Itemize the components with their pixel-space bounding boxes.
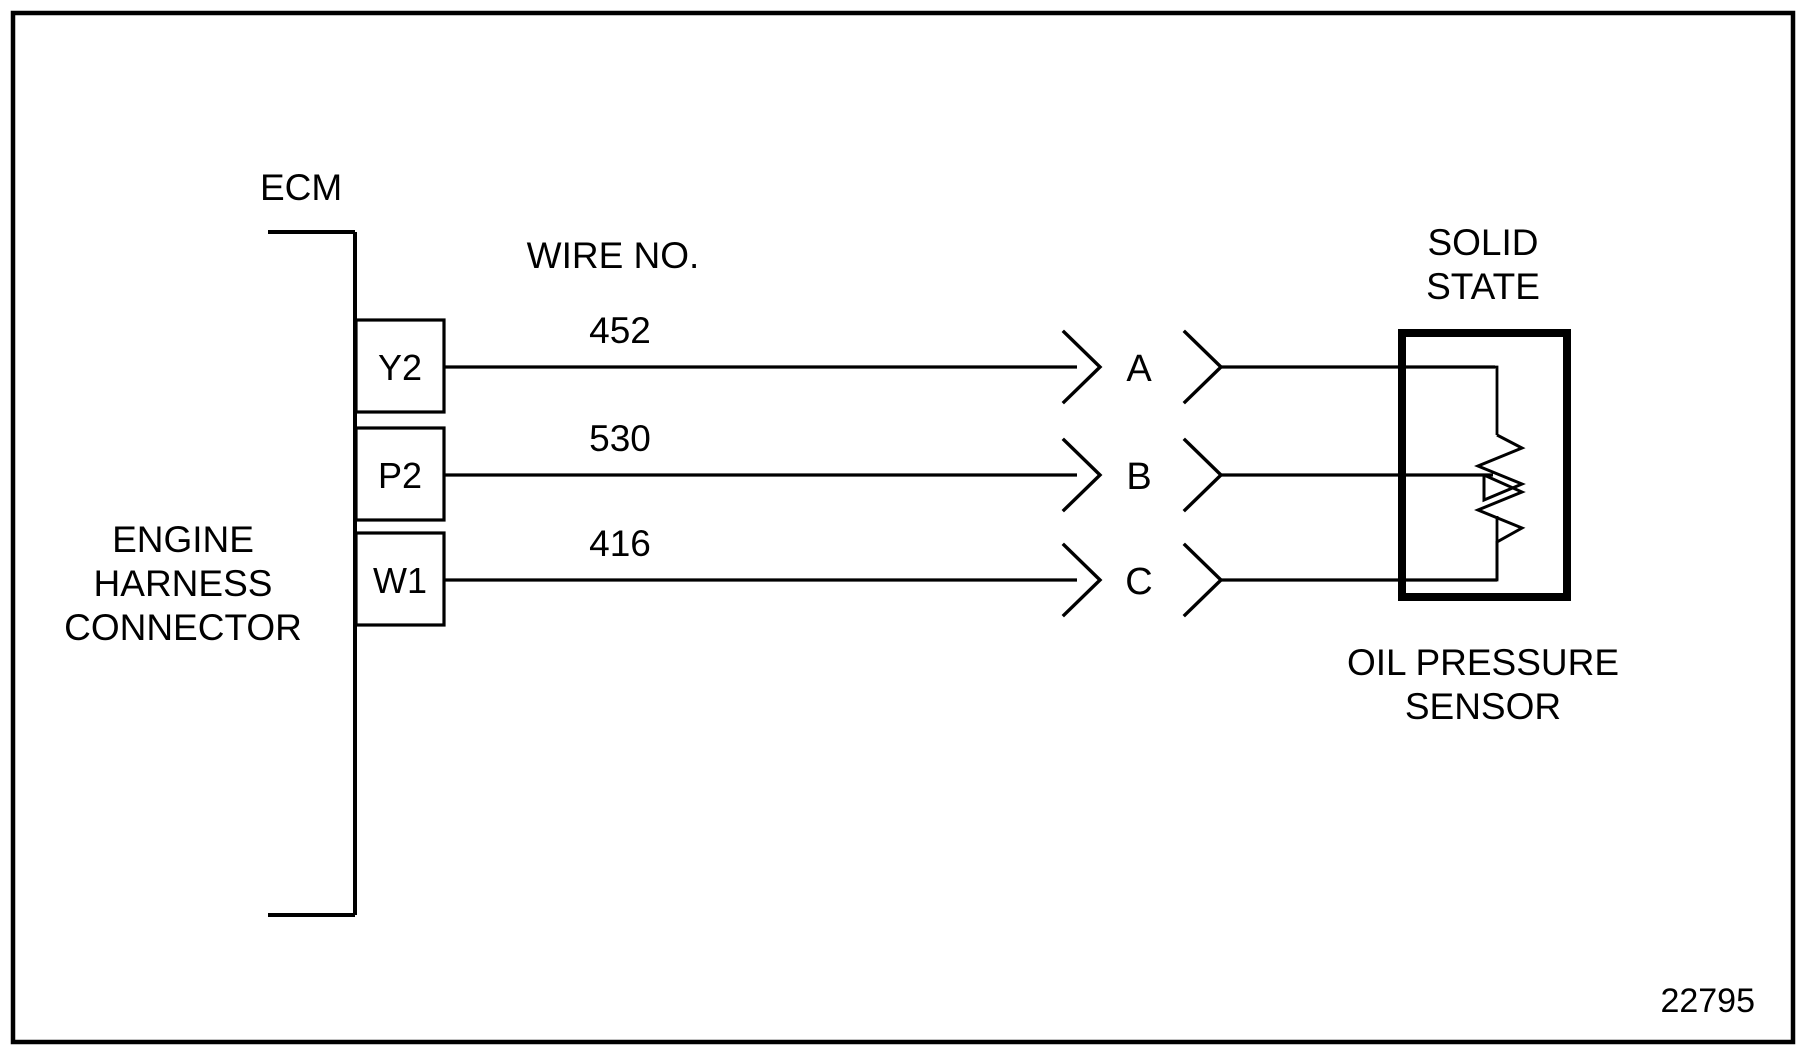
wire-number-530: 530: [589, 418, 651, 459]
terminal-letter-b: B: [1126, 456, 1151, 498]
sensor-label-line-1: OIL PRESSURE: [1347, 642, 1619, 683]
sensor-label-line-2: SENSOR: [1405, 686, 1561, 727]
pin-label-p2: P2: [378, 455, 422, 496]
connector-arrow-b-left: [1061, 437, 1103, 513]
terminal-letter-c: C: [1125, 561, 1152, 603]
connector-arrow-a-left: [1061, 329, 1103, 405]
wire-number-416: 416: [589, 523, 651, 564]
page-border: [10, 10, 1796, 1045]
solid-state-label-line-2: STATE: [1426, 266, 1540, 307]
figure-code: 22795: [1660, 982, 1755, 1020]
harness-label-line-1: ENGINE: [112, 519, 254, 560]
wire-number-452: 452: [589, 310, 651, 351]
connector-arrow-c-left: [1061, 542, 1103, 618]
oil-pressure-sensor-box[interactable]: [1398, 329, 1571, 601]
wire-no-header: WIRE NO.: [527, 235, 700, 276]
connector-arrow-a-right: [1182, 329, 1224, 405]
connector-arrow-b-right: [1182, 437, 1224, 513]
pin-label-w1: W1: [373, 560, 427, 601]
sensor-resistor-lower-zigzag: [1474, 473, 1526, 580]
pin-label-y2: Y2: [378, 347, 422, 388]
solid-state-label-line-1: SOLID: [1427, 222, 1538, 263]
sensor-internal-lead-a: [1402, 365, 1499, 435]
sensor-internal-lead-c: [1402, 516, 1499, 582]
connector-arrow-c-right: [1182, 542, 1224, 618]
harness-label-line-2: HARNESS: [94, 563, 273, 604]
terminal-letter-a: A: [1126, 348, 1152, 390]
ecm-label: ECM: [260, 167, 342, 208]
harness-label-line-3: CONNECTOR: [64, 607, 302, 648]
sensor-resistor-upper-zigzag: [1474, 433, 1526, 503]
